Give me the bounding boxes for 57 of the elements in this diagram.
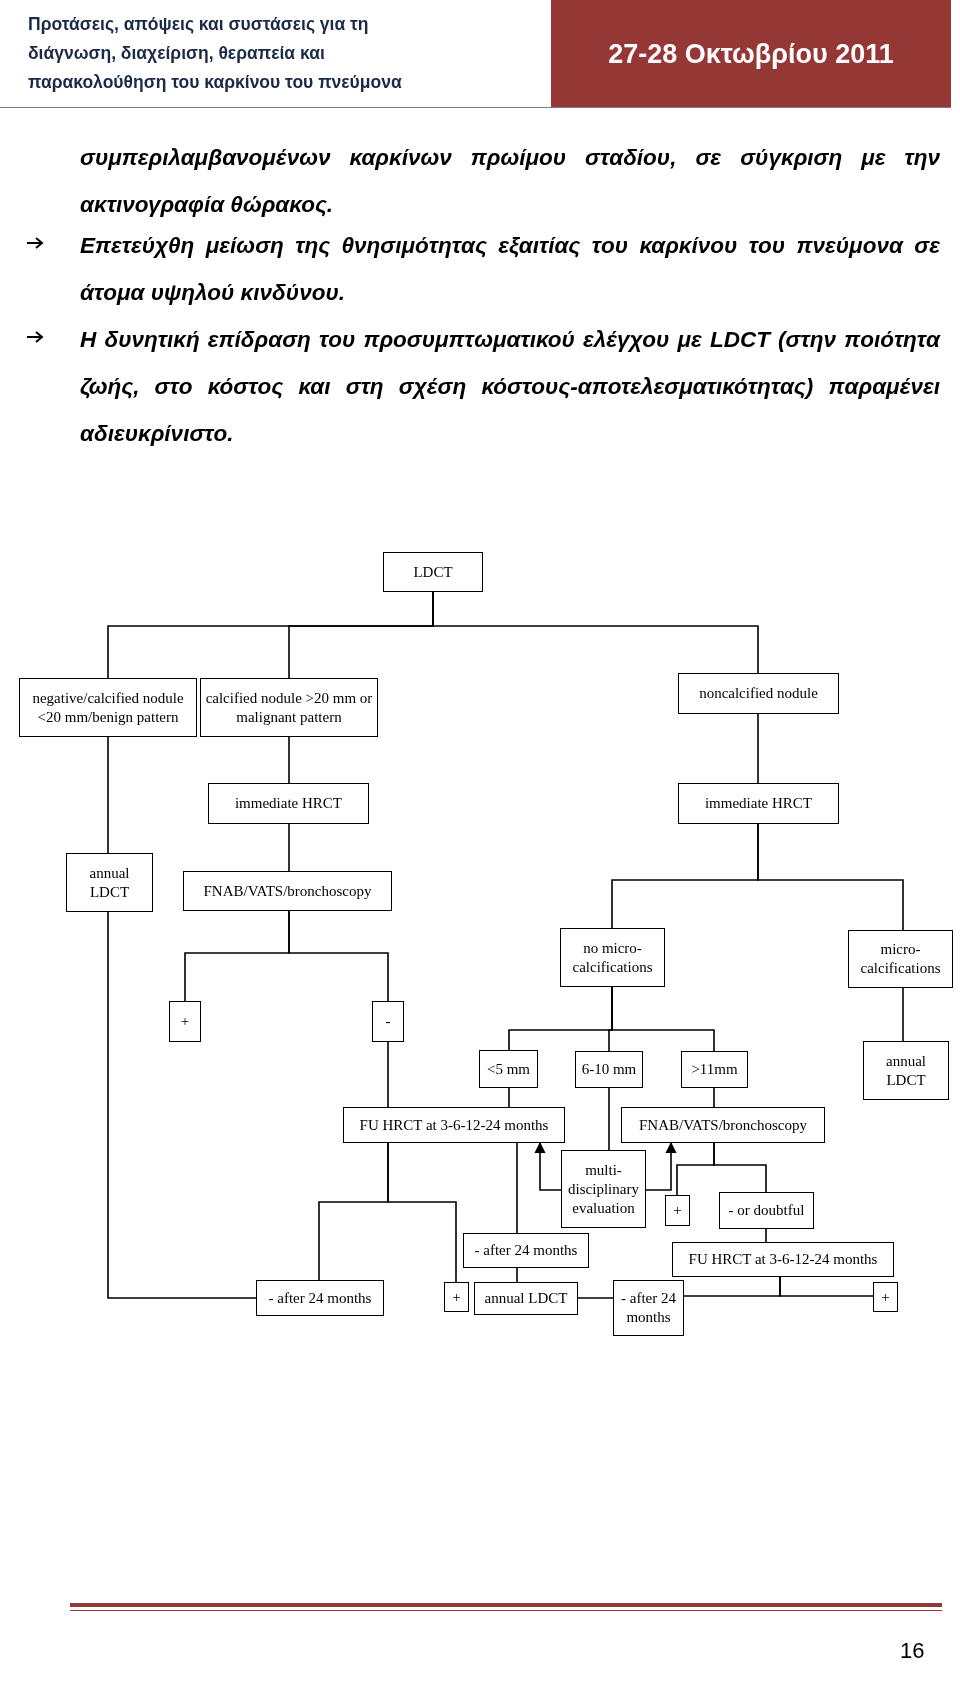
flow-box: - or doubtful (719, 1192, 814, 1229)
flow-box: calcified nodule >20 mm or malignant pattern (200, 678, 378, 737)
date-banner: 27-28 Οκτωβρίου 2011 (551, 0, 951, 108)
connector-line (288, 736, 290, 784)
flow-box: - after 24 months (613, 1280, 684, 1336)
flow-box: immediate HRCT (208, 783, 369, 824)
connector-line (757, 713, 759, 784)
page-number: 16 (900, 1637, 925, 1665)
flow-box: FU HRCT at 3-6-12-24 months (343, 1107, 565, 1143)
connector-line (757, 823, 904, 931)
flow-box: immediate HRCT (678, 783, 839, 824)
flow-box: LDCT (383, 552, 483, 592)
connector-line (516, 1142, 518, 1234)
bullet-text: Η δυνητική επίδραση του προσυμπτωματικού ελέγχου με LDCT (στην ποιότητα ζωής, στο κόστος και στη σχέση κόστους-αποτελεσματικότητας) παραμένει αδιευκρίνιστο. (80, 326, 940, 448)
paragraph: συμπεριλαμβανομένων καρκίνων πρωίμου σταδίου, σε σύγκριση με την ακτινογραφία θώρακος. (80, 144, 940, 219)
flow-box: FU HRCT at 3-6-12-24 months (672, 1242, 894, 1277)
connector-line (577, 1297, 614, 1299)
connector-line (387, 1041, 389, 1108)
running-header: Προτάσεις, απόψεις και συστάσεις για τη διάγνωση, διαχείριση, θεραπεία και παρακολούθηση του καρκίνου του πνεύμονα (28, 13, 403, 94)
connector-line (508, 1087, 510, 1108)
connector-line (288, 823, 290, 872)
connector-line (713, 1142, 767, 1193)
connector-line (107, 736, 109, 854)
flow-box: annual LDCT (474, 1282, 578, 1315)
connector-line (387, 1142, 457, 1283)
connector-line (902, 987, 904, 1042)
flow-box: 6-10 mm (575, 1051, 643, 1088)
arrow (645, 1141, 677, 1191)
flow-box: FNAB/VATS/bronchoscopy (621, 1107, 825, 1143)
flow-box: noncalcified nodule (678, 673, 839, 714)
bullet-text: Επετεύχθη μείωση της θνησιμότητας εξαιτίας του καρκίνου του πνεύμονα σε άτομα υψηλού κινδύνου. (80, 232, 940, 307)
flow-box: + (873, 1282, 898, 1312)
connector-line (611, 986, 715, 1052)
arrow (534, 1141, 562, 1191)
connector-line (432, 591, 759, 674)
connector-line (516, 1267, 518, 1283)
flow-box: multi-disciplinary evaluation (561, 1150, 646, 1228)
flow-box: micro-calcifications (848, 930, 953, 988)
flow-box: + (444, 1282, 469, 1312)
connector-line (713, 1087, 715, 1108)
flow-box: no micro-calcifications (560, 928, 665, 987)
flow-box: negative/calcified nodule <20 mm/benign pattern (19, 678, 197, 737)
flow-box: - (372, 1001, 404, 1042)
flow-box: + (169, 1001, 201, 1042)
flow-box: + (665, 1195, 690, 1226)
connector-line (779, 1276, 874, 1297)
connector-line (107, 911, 257, 1299)
connector-line (765, 1228, 767, 1243)
flow-box: FNAB/VATS/bronchoscopy (183, 871, 392, 911)
flow-box: <5 mm (479, 1050, 538, 1088)
flow-box: - after 24 months (463, 1233, 589, 1268)
flow-box: - after 24 months (256, 1280, 384, 1316)
connector-line (288, 910, 389, 1002)
flow-box: annual LDCT (863, 1041, 949, 1100)
flow-box: annual LDCT (66, 853, 153, 912)
flow-box: >11mm (681, 1051, 748, 1088)
connector-line (608, 1087, 610, 1151)
